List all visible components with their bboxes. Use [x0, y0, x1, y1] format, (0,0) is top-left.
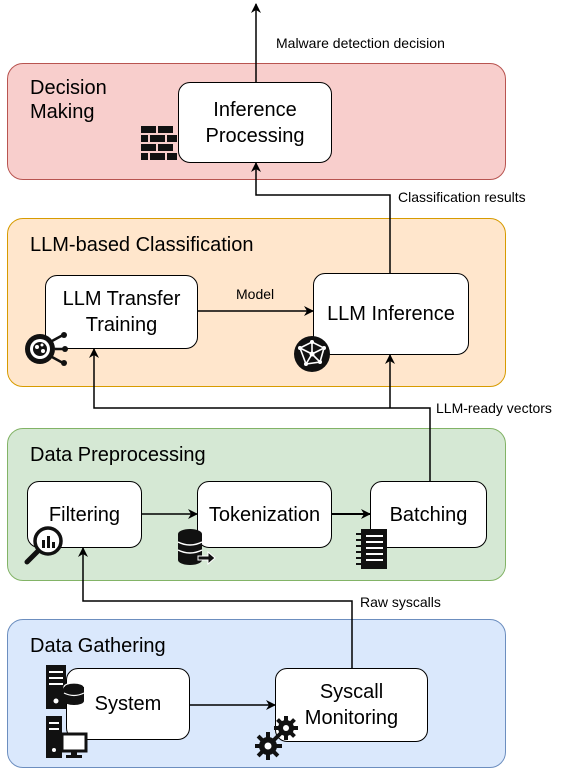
- llm-inference-node: LLM Inference: [313, 273, 469, 355]
- data-gathering-title: Data Gathering: [30, 635, 166, 657]
- globe-network-icon: [294, 336, 330, 372]
- notebook-list-icon: [356, 529, 387, 569]
- inference-processing-label: Inference Processing: [205, 98, 305, 147]
- syscall-monitoring-node: Syscall Monitoring: [275, 668, 428, 742]
- syscall-monitoring-label: Syscall Monitoring: [304, 681, 399, 729]
- system-label: System: [94, 693, 162, 715]
- arrow-llm-ready-vectors: [390, 407, 431, 481]
- model-label: Model: [236, 286, 275, 302]
- decision-making-title: Decision Making: [30, 77, 107, 123]
- classification-results-label: Classification results: [396, 189, 528, 205]
- magnifier-chart-icon: [24, 526, 63, 565]
- gears-icon: [255, 716, 298, 760]
- llm-ready-vectors-label: LLM-ready vectors: [434, 400, 554, 416]
- raw-syscalls-label: Raw syscalls: [358, 594, 443, 610]
- system-node: System: [66, 668, 190, 740]
- tokenization-node: Tokenization: [197, 481, 332, 548]
- neural-network-icon: [25, 332, 68, 366]
- llm-classification-title: LLM-based Classification: [30, 234, 254, 256]
- batching-node: Batching: [370, 481, 487, 548]
- llm-transfer-training-node: LLM Transfer Training: [45, 275, 198, 349]
- database-export-icon: [177, 529, 216, 566]
- batching-label: Batching: [389, 503, 468, 526]
- filtering-label: Filtering: [48, 503, 121, 526]
- firewall-icon: [141, 126, 177, 160]
- llm-inference-label: LLM Inference: [327, 303, 455, 325]
- server-database-icon: [46, 665, 85, 709]
- arrow-raw-syscalls: [78, 547, 353, 668]
- malware-decision-label: Malware detection decision: [276, 35, 445, 51]
- arrow-classification-results: [251, 162, 391, 273]
- llm-transfer-training-label: LLM Transfer Training: [62, 288, 181, 336]
- inference-processing-node: Inference Processing: [178, 82, 332, 163]
- data-preprocessing-title: Data Preprocessing: [30, 444, 206, 466]
- tokenization-label: Tokenization: [208, 503, 321, 526]
- desktop-computer-icon: [46, 716, 88, 758]
